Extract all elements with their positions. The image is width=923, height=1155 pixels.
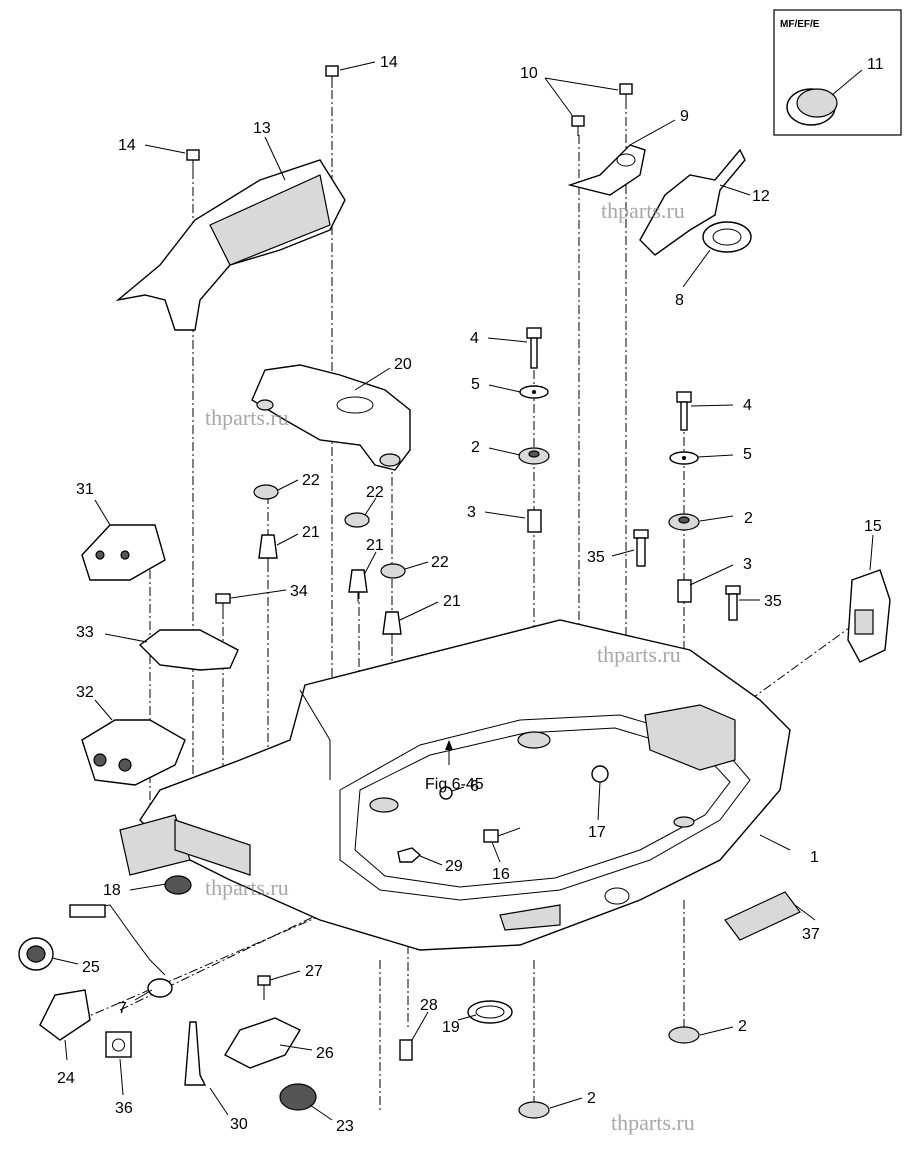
callout-label: 37 <box>802 926 820 943</box>
callout-label: 4 <box>743 397 752 414</box>
watermarks: thparts.ru thparts.ru thparts.ru thparts… <box>205 198 695 1135</box>
callout-label: 21 <box>443 593 461 610</box>
hardware <box>18 65 891 1119</box>
callout-label: 2 <box>471 439 480 456</box>
callout-label: 30 <box>230 1116 248 1133</box>
callout-label: 33 <box>76 624 94 641</box>
callout-label: 17 <box>588 824 606 841</box>
callout-label: 12 <box>752 188 770 205</box>
callout-label: 35 <box>764 593 782 610</box>
callout-label: 19 <box>442 1019 460 1036</box>
callout-label: 5 <box>743 446 752 463</box>
callout-label: 13 <box>253 120 271 137</box>
watermark-text: thparts.ru <box>205 875 289 900</box>
upper-cover-13 <box>115 159 346 331</box>
callout-label: 2 <box>744 510 753 527</box>
callout-label: 2 <box>587 1090 596 1107</box>
callout-label: 35 <box>587 549 605 566</box>
callout-label: 3 <box>467 504 476 521</box>
figure-reference: Fig.6-45 <box>425 740 484 793</box>
figure-reference-text: Fig.6-45 <box>425 776 484 793</box>
callout-label: 29 <box>445 858 463 875</box>
callout-label: 21 <box>302 524 320 541</box>
inset-box: MF/EF/E <box>773 9 902 136</box>
callout-label: 25 <box>82 959 100 976</box>
callout-label: 22 <box>431 554 449 571</box>
watermark-text: thparts.ru <box>597 642 681 667</box>
lower-casing-1 <box>119 619 791 951</box>
bracket-20 <box>251 364 411 471</box>
watermark-text: thparts.ru <box>601 198 685 223</box>
inset-title: MF/EF/E <box>780 19 820 30</box>
callout-label: 34 <box>290 583 308 600</box>
callout-label: 36 <box>115 1100 133 1117</box>
callout-label: 10 <box>520 65 538 82</box>
callout-label: 1 <box>810 849 819 866</box>
watermark-text: thparts.ru <box>205 405 289 430</box>
callout-label: 5 <box>471 376 480 393</box>
callout-label: 2 <box>738 1018 747 1035</box>
callout-label: 21 <box>366 537 384 554</box>
callout-label: 14 <box>380 54 398 71</box>
callout-label: 32 <box>76 684 94 701</box>
callout-label: 22 <box>366 484 384 501</box>
callout-label: 18 <box>103 882 121 899</box>
callout-label: 24 <box>57 1070 75 1087</box>
callout-label: 14 <box>118 137 136 154</box>
callout-label: 27 <box>305 963 323 980</box>
callout-label: 31 <box>76 481 94 498</box>
callout-label: 23 <box>336 1118 354 1135</box>
watermark-text: thparts.ru <box>611 1110 695 1135</box>
callout-label: 20 <box>394 356 412 373</box>
callout-label: 7 <box>118 1000 127 1017</box>
callout-label: 26 <box>316 1045 334 1062</box>
callout-label: 4 <box>470 330 479 347</box>
callout-label: 15 <box>864 518 882 535</box>
callout-label: 16 <box>492 866 510 883</box>
callout-label: 3 <box>743 556 752 573</box>
part-11-cap-icon <box>786 88 838 126</box>
callout-label: 8 <box>675 292 684 309</box>
callout-label: 11 <box>867 56 884 73</box>
callouts: 1 2 2 2 2 2 3 3 4 4 5 5 6 7 8 <box>51 54 884 1135</box>
callout-label: 9 <box>680 108 689 125</box>
callout-label: 6 <box>470 778 479 795</box>
callout-label: 22 <box>302 472 320 489</box>
callout-label: 28 <box>420 997 438 1014</box>
